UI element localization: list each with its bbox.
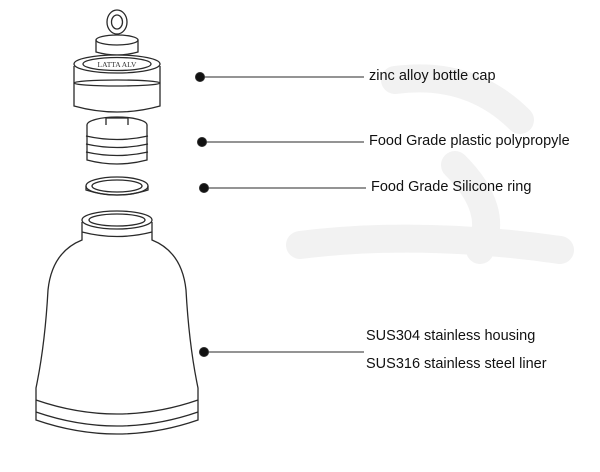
label-housing: SUS304 stainless housing <box>366 328 536 344</box>
label-plastic: Food Grade plastic polypropyle <box>369 133 570 149</box>
silicone-ring <box>85 176 149 196</box>
watermark <box>286 64 574 264</box>
plastic-insert <box>85 116 149 165</box>
cap-brand-text: LATTA ALV <box>98 60 138 69</box>
bottle-body <box>35 210 199 435</box>
label-ring: Food Grade Silicone ring <box>371 179 532 195</box>
label-cap: zinc alloy bottle cap <box>369 68 496 84</box>
leader-lines <box>195 72 366 357</box>
label-liner: SUS316 stainless steel liner <box>366 356 547 372</box>
bottle-cap: LATTA ALV <box>73 9 161 113</box>
